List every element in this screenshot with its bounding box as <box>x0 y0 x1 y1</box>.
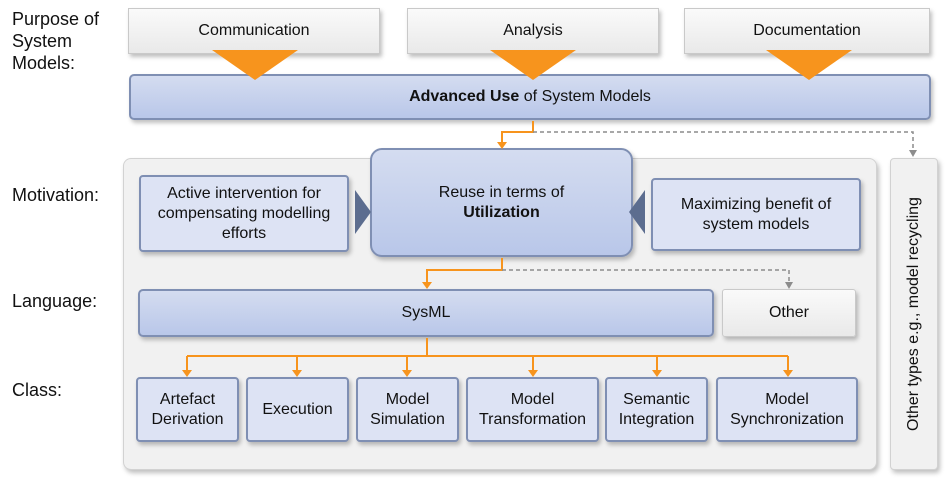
dashed-arrow-to-other-language <box>502 269 790 282</box>
class-box-model-simulation: Model Simulation <box>356 377 459 442</box>
class-box-model-synchronization: Model Synchronization <box>716 377 858 442</box>
arrowhead-side-box <box>909 150 917 157</box>
class-row-label: Class: <box>12 380 63 400</box>
language-box-sysml: SysML <box>138 289 714 337</box>
arrow-utilization-to-sysml <box>426 258 503 284</box>
purpose-triangle-analysis <box>490 50 576 80</box>
language-box-other: Other <box>722 289 856 337</box>
purpose-box-analysis: Analysis <box>407 8 659 54</box>
advanced-use-bold: Advanced Use <box>409 88 520 105</box>
class-box-semantic-integration: Semantic Integration <box>605 377 708 442</box>
arrow-advanced-to-utilization <box>501 121 534 144</box>
motivation-center-line1: Reuse in terms of <box>438 183 565 201</box>
arrows-sysml-to-classes <box>186 338 789 371</box>
dashed-arrow-advanced-to-side <box>533 131 914 151</box>
side-box-other-types: Other types e.g., model recycling <box>890 158 938 470</box>
purpose-triangle-documentation <box>766 50 852 80</box>
purpose-box-documentation: Documentation <box>684 8 930 54</box>
motivation-right-box: Maximizing benefit of system models <box>651 178 861 251</box>
motivation-left-pointer <box>355 190 371 234</box>
class-box-execution: Execution <box>246 377 349 442</box>
advanced-use-rest: of System Models <box>519 88 651 105</box>
motivation-row-label: Motivation: <box>12 185 100 205</box>
motivation-right-pointer <box>629 190 645 234</box>
purpose-triangle-communication <box>212 50 298 80</box>
arrowhead-other-language <box>785 282 793 289</box>
purpose-row-label: Purpose of System Models: <box>12 9 100 73</box>
arrowhead-utilization <box>497 142 507 149</box>
motivation-center-bold: Utilization <box>463 203 540 221</box>
class-box-model-transformation: Model Transformation <box>466 377 599 442</box>
motivation-left-box: Active intervention for compensating mod… <box>139 175 349 252</box>
advanced-use-bar: Advanced Use of System Models <box>129 74 931 120</box>
class-box-artefact-derivation: Artefact Derivation <box>136 377 239 442</box>
language-row-label: Language: <box>12 291 98 311</box>
motivation-center-box: Reuse in terms of Utilization <box>370 148 633 257</box>
arrowhead-sysml <box>422 282 432 289</box>
class-arrowheads <box>182 370 793 377</box>
